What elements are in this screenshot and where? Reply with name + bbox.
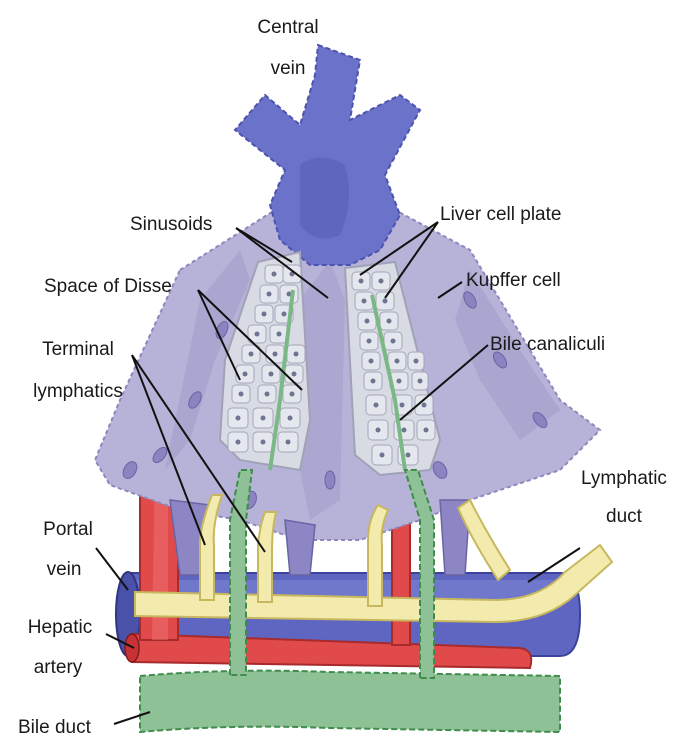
label-portal-vein-line1: Portal (43, 519, 93, 540)
label-terminal-lymphatics-line1: Terminal (42, 339, 114, 360)
label-terminal-lymphatics-line2: lymphatics (33, 381, 123, 402)
lymphatic-vessels (135, 495, 612, 622)
label-lymphatic-duct-line2: duct (606, 506, 643, 527)
label-central-vein-line1: Central (257, 17, 318, 38)
label-bile-duct: Bile duct (18, 717, 92, 738)
label-hepatic-artery-line2: artery (34, 657, 83, 678)
label-sinusoids: Sinusoids (130, 214, 212, 235)
label-kupffer-cell: Kupffer cell (466, 270, 561, 291)
label-bile-canaliculi: Bile canaliculi (490, 334, 605, 355)
label-central-vein-line2: vein (271, 58, 306, 79)
label-liver-cell-plate: Liver cell plate (440, 204, 561, 225)
label-hepatic-artery-line1: Hepatic (28, 617, 92, 638)
label-lymphatic-duct-line1: Lymphatic (581, 468, 667, 489)
label-portal-vein-line2: vein (47, 559, 82, 580)
label-space-of-disse: Space of Disse (44, 276, 172, 297)
